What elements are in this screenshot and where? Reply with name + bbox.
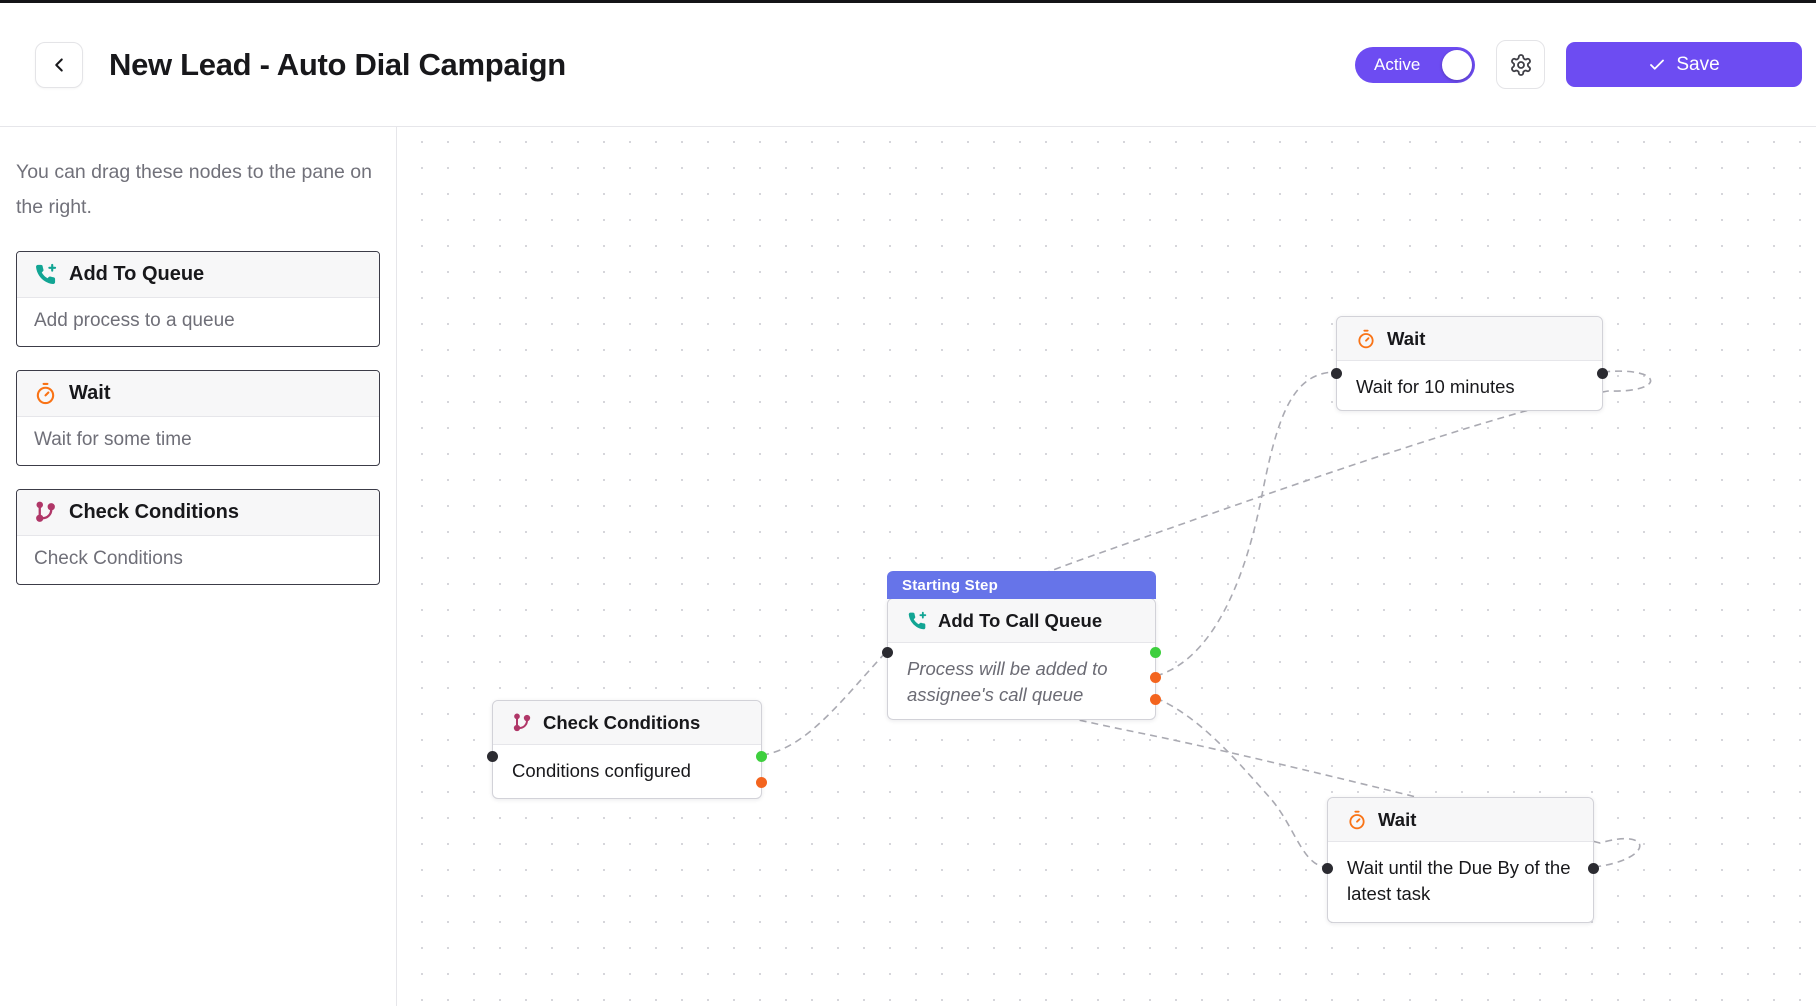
palette-node-title: Add To Queue — [69, 263, 205, 286]
handle-source-dark[interactable] — [1597, 368, 1608, 379]
handle-source-orange[interactable] — [756, 777, 767, 788]
palette-node-title: Check Conditions — [69, 501, 240, 524]
edge-conditions-to-queue — [761, 650, 888, 756]
node-description: Conditions configured — [512, 760, 691, 781]
handle-target-dark[interactable] — [1322, 863, 1333, 874]
header-actions: Active Save — [1355, 40, 1802, 89]
window-top-border — [0, 0, 1816, 3]
timer-icon — [1356, 329, 1376, 349]
handle-target-dark[interactable] — [882, 647, 893, 658]
palette-node-wait[interactable]: Wait Wait for some time — [16, 370, 380, 467]
chevron-left-icon — [48, 54, 70, 76]
node-title: Check Conditions — [543, 711, 701, 733]
palette-node-subtitle: Check Conditions — [34, 548, 183, 570]
node-description: Wait until the Due By of the latest task — [1347, 857, 1571, 905]
starting-step-badge: Starting Step — [887, 571, 1156, 599]
phone-plus-icon — [907, 611, 927, 631]
check-icon — [1648, 56, 1666, 74]
edge-layer — [761, 370, 1652, 868]
node-title: Add To Call Queue — [938, 609, 1103, 631]
node-wait-10-minutes[interactable]: Wait Wait for 10 minutes — [1331, 316, 1608, 411]
active-toggle-label: Active — [1374, 54, 1421, 74]
back-button[interactable] — [35, 41, 83, 88]
node-title: Wait — [1387, 327, 1426, 349]
settings-button[interactable] — [1496, 40, 1545, 89]
node-title: Wait — [1378, 808, 1417, 830]
phone-plus-icon — [34, 263, 57, 286]
palette-node-add-to-queue[interactable]: Add To Queue Add process to a queue — [16, 251, 380, 348]
edge-queue-to-wait10 — [1155, 371, 1337, 677]
gear-icon — [1509, 53, 1533, 77]
branch-icon — [512, 712, 532, 733]
node-add-to-call-queue[interactable]: Starting Step Add To Call Queue Process … — [882, 571, 1161, 720]
edge-queue-to-waitdue — [1155, 697, 1328, 868]
handle-target-dark[interactable] — [487, 751, 498, 762]
palette-node-subtitle: Add process to a queue — [34, 310, 235, 332]
palette-hint-text: You can drag these nodes to the pane on … — [16, 161, 372, 219]
handle-target-dark[interactable] — [1331, 368, 1342, 379]
save-button[interactable]: Save — [1566, 42, 1802, 87]
toggle-knob[interactable] — [1442, 49, 1472, 80]
flow-canvas-pane[interactable]: Check Conditions Conditions configured S… — [397, 127, 1816, 1006]
handle-source-orange-2[interactable] — [1150, 694, 1161, 705]
handle-source-green[interactable] — [756, 751, 767, 762]
palette-node-title: Wait — [69, 382, 111, 405]
branch-icon — [34, 501, 57, 524]
timer-icon — [34, 382, 57, 405]
save-button-label: Save — [1676, 53, 1720, 75]
node-palette-sidebar: You can drag these nodes to the pane on … — [0, 127, 397, 1006]
node-description: Wait for 10 minutes — [1356, 376, 1515, 397]
node-check-conditions[interactable]: Check Conditions Conditions configured — [487, 700, 767, 799]
page-title: New Lead - Auto Dial Campaign — [109, 46, 566, 82]
palette-node-subtitle: Wait for some time — [34, 429, 192, 451]
handle-source-green[interactable] — [1150, 647, 1161, 658]
active-toggle[interactable]: Active — [1355, 46, 1475, 83]
node-description: Process will be added to assignee's call… — [907, 658, 1108, 706]
timer-icon — [1347, 810, 1367, 830]
palette-node-check-conditions[interactable]: Check Conditions Check Conditions — [16, 489, 380, 586]
app-header: New Lead - Auto Dial Campaign Active Sav… — [0, 3, 1816, 127]
handle-source-orange-1[interactable] — [1150, 672, 1161, 683]
main-area: You can drag these nodes to the pane on … — [0, 127, 1816, 1006]
node-wait-due-by[interactable]: Wait Wait until the Due By of the latest… — [1322, 797, 1599, 923]
handle-source-dark[interactable] — [1588, 863, 1599, 874]
